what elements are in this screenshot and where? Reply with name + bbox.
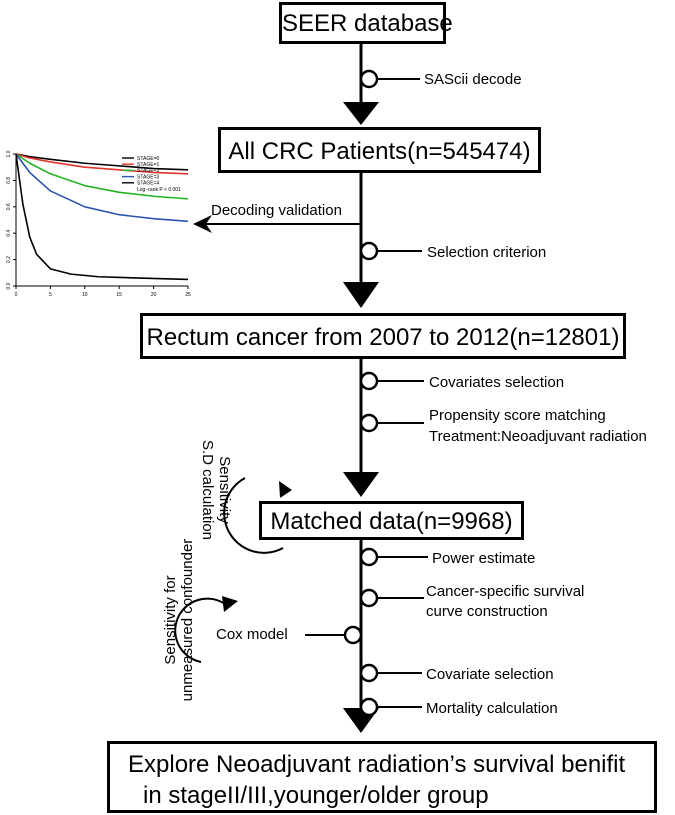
decoding-validation-arrowhead (193, 215, 212, 233)
km-chart-legend: STAGE=0STAGE=1STAGE=2STAGE=3STAGE=4Log−r… (122, 156, 181, 193)
step-circle-sascii (359, 69, 379, 89)
step-label-css-2: curve construction (426, 603, 548, 620)
box-rectum-cancer: Rectum cancer from 2007 to 2012(n=12801) (140, 313, 626, 359)
step-circle-covariate-sel (359, 663, 379, 683)
km-x-tick-label-1: 5 (49, 292, 52, 298)
km-chart-axes: 0 5 10 15 20 25 0.0 0.2 0.4 0.6 0.8 1.0 (6, 150, 191, 298)
km-legend-label-1: STAGE=1 (137, 162, 159, 168)
box-explore-line1: Explore Neoadjuvant radiation’s survival… (128, 751, 626, 778)
box-explore-line2: in stageII/III,younger/older group (143, 782, 489, 809)
arrowhead-1 (343, 102, 379, 125)
sensitivity-unmeasured-line1: Sensitivity for (162, 575, 179, 665)
step-circle-power (359, 547, 379, 567)
box-matched-data: Matched data(n=9968) (259, 501, 524, 540)
km-curve-stage-3 (15, 153, 189, 223)
step-connectors (377, 78, 428, 708)
km-y-tick-label-1: 0.2 (6, 256, 12, 263)
sensitivity-unmeasured-label: Sensitivity for unmeasured confounder (162, 510, 202, 730)
km-curve-stage-2 (15, 153, 189, 200)
sensitivity-unmeasured-line2: unmeasured confounder (179, 538, 197, 702)
box-all-crc-patients: All CRC Patients(n=545474) (218, 127, 541, 173)
arrowhead-3 (343, 472, 379, 497)
km-x-tick-label-4: 20 (151, 292, 157, 298)
step-circle-mortality (359, 697, 379, 717)
box-matched-data-label: Matched data(n=9968) (270, 508, 513, 535)
km-curve-stage-1 (15, 153, 189, 175)
loop-arrow-sensitivity-sd (223, 477, 292, 554)
step-label-sascii: SAScii decode (424, 71, 522, 88)
km-curve-stage-0 (15, 153, 189, 171)
km-x-tick-label-5: 25 (185, 292, 191, 298)
cox-model-label: Cox model (216, 626, 288, 643)
step-label-selection: Selection criterion (427, 244, 547, 261)
arrowhead-2 (343, 282, 379, 308)
km-y-tick-label-2: 0.4 (6, 230, 12, 237)
step-label-covariate-selection: Covariate selection (426, 666, 554, 683)
km-legend-label-3: STAGE=3 (137, 174, 159, 180)
km-legend-annotation: Log−rank P < 0.001 (137, 187, 181, 193)
step-label-psm-1: Propensity score matching (429, 407, 606, 424)
km-y-tick-label-4: 0.8 (6, 177, 12, 184)
km-curve-stage-4 (15, 153, 189, 281)
step-circle-covariates (359, 371, 379, 391)
km-y-tick-label-5: 1.0 (6, 150, 12, 157)
box-seer-database: SEER database (279, 2, 453, 44)
step-circles (359, 69, 379, 717)
box-seer-database-label: SEER database (282, 10, 453, 37)
step-label-covariates: Covariates selection (429, 374, 565, 391)
km-y-tick-label-0: 0.0 (6, 282, 12, 289)
km-x-tick-label-0: 0 (15, 292, 18, 298)
loop-arrow-cox (174, 596, 238, 663)
box-explore-survival-benefit: Explore Neoadjuvant radiation’s survival… (107, 741, 657, 813)
box-all-crc-patients-label: All CRC Patients(n=545474) (228, 138, 531, 165)
step-circle-cox (343, 625, 363, 645)
km-chart-curves (15, 153, 189, 281)
km-legend-label-4: STAGE=4 (137, 181, 159, 187)
km-x-tick-label-3: 15 (116, 292, 122, 298)
step-label-power: Power estimate (432, 550, 536, 567)
step-circle-selection (359, 241, 379, 261)
km-x-tick-label-2: 10 (82, 292, 88, 298)
step-label-psm-2: Treatment:Neoadjuvant radiation (429, 428, 647, 445)
step-label-mortality: Mortality calculation (426, 700, 558, 717)
step-label-css-1: Cancer-specific survival (426, 583, 585, 600)
box-rectum-cancer-label: Rectum cancer from 2007 to 2012(n=12801) (146, 324, 620, 351)
step-circle-psm (359, 413, 379, 433)
decoding-validation-label: Decoding validation (211, 202, 342, 219)
km-legend-label-0: STAGE=0 (137, 156, 159, 162)
km-y-tick-label-3: 0.6 (6, 203, 12, 210)
step-circle-css (359, 588, 379, 608)
km-legend-label-2: STAGE=2 (137, 168, 159, 174)
sensitivity-sd-line1: Sensitivity (216, 456, 233, 524)
